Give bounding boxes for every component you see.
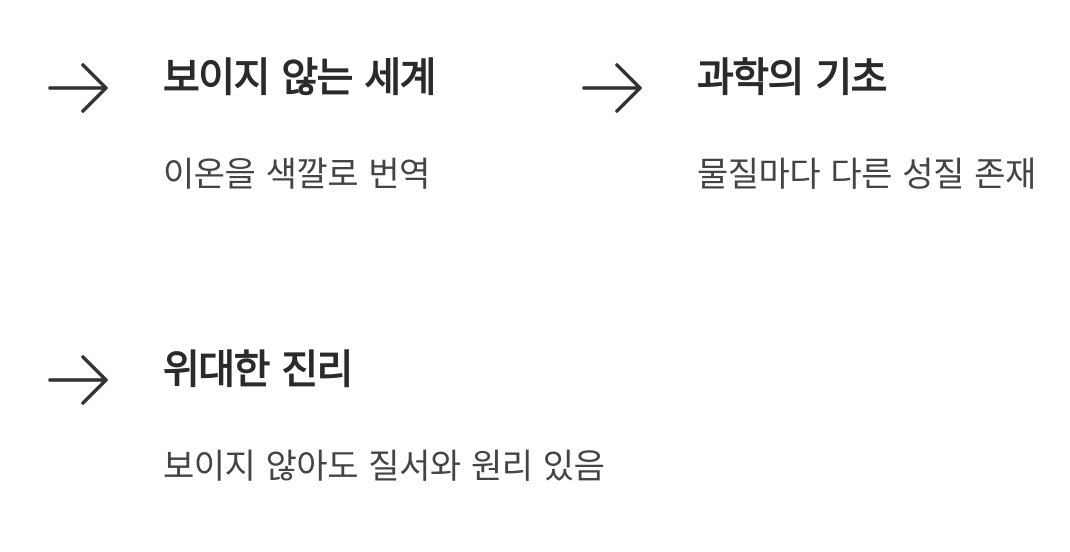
arrow-right-icon xyxy=(48,354,112,406)
feature-title: 과학의 기초 xyxy=(697,55,887,101)
arrow-right-icon xyxy=(48,62,112,114)
feature-title: 위대한 진리 xyxy=(163,347,353,393)
feature-description: 이온을 색깔로 번역 xyxy=(163,155,430,195)
feature-description: 보이지 않아도 질서와 원리 있음 xyxy=(163,447,605,487)
feature-description: 물질마다 다른 성질 존재 xyxy=(697,155,1036,195)
arrow-right-icon xyxy=(582,62,646,114)
feature-title: 보이지 않는 세계 xyxy=(163,55,436,101)
